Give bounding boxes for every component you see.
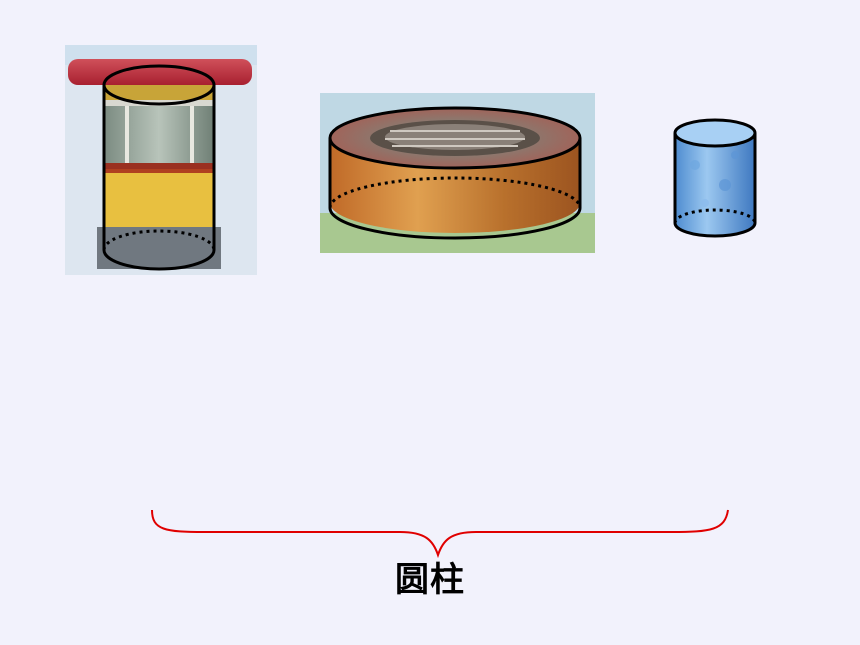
round-building-picture — [320, 93, 595, 253]
guard-booth-picture — [65, 45, 257, 275]
caption-label: 圆柱 — [380, 552, 480, 601]
water-cup-picture — [670, 115, 760, 245]
curly-brace — [145, 500, 735, 560]
